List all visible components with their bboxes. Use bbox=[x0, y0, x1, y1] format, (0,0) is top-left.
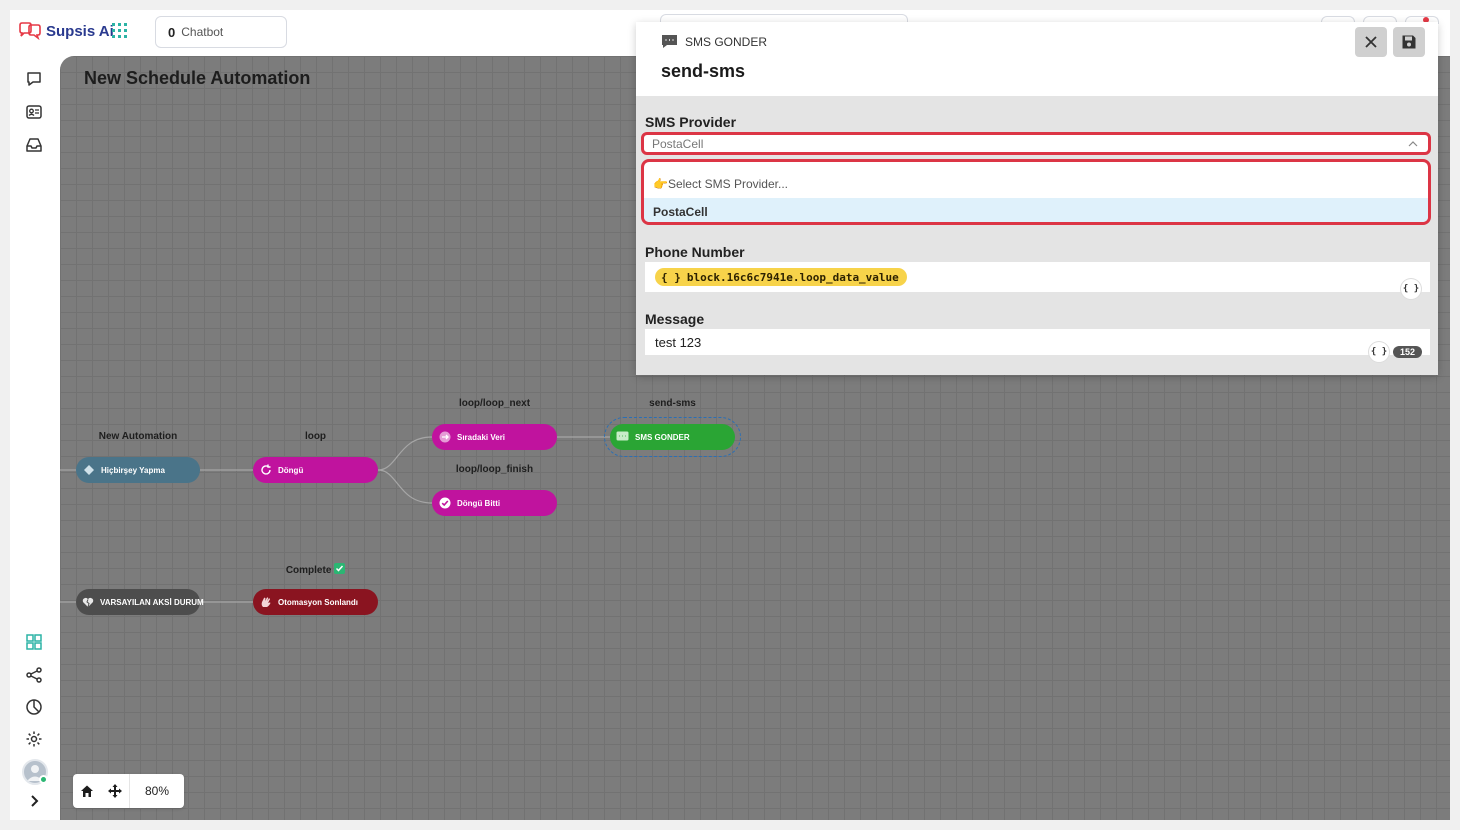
zoom-toolbar: 80% bbox=[73, 774, 184, 808]
node-start-text: Hiçbirşey Yapma bbox=[101, 465, 165, 475]
app-window: Supsis Ai 0 Chatbot bbox=[10, 10, 1450, 820]
move-arrows-icon bbox=[108, 784, 122, 798]
node-finish[interactable]: Döngü Bitti bbox=[432, 490, 557, 516]
character-count-badge: 152 bbox=[1393, 346, 1423, 358]
node-complete-text: Otomasyon Sonlandı bbox=[278, 597, 359, 607]
sidebar-share[interactable] bbox=[22, 663, 46, 687]
braces-icon: { } bbox=[1370, 347, 1388, 357]
check-box-icon bbox=[334, 563, 346, 574]
save-button[interactable] bbox=[1393, 27, 1425, 57]
brand-logo[interactable]: Supsis Ai bbox=[18, 22, 114, 40]
pan-button[interactable] bbox=[101, 774, 129, 808]
node-label-loop: loop bbox=[304, 431, 327, 442]
notification-dot bbox=[1423, 17, 1429, 23]
contact-card-icon bbox=[26, 105, 42, 119]
node-label-sms: send-sms bbox=[649, 398, 696, 409]
diamond-icon bbox=[82, 464, 95, 477]
panel-type-text: SMS GONDER bbox=[685, 34, 768, 49]
node-selection-outline bbox=[604, 417, 741, 457]
dashboard-icon bbox=[26, 634, 42, 650]
brand-name: Supsis Ai bbox=[46, 22, 114, 40]
check-circle-icon bbox=[438, 497, 451, 510]
node-label-complete: Complete bbox=[253, 563, 378, 576]
canvas-header: New Schedule Automation bbox=[74, 68, 310, 89]
pie-chart-icon bbox=[26, 699, 42, 715]
sidebar-inbox[interactable] bbox=[22, 133, 46, 157]
provider-label: SMS Provider bbox=[645, 114, 737, 130]
braces-icon: { } bbox=[1402, 284, 1420, 294]
node-finish-text: Döngü Bitti bbox=[457, 498, 501, 508]
message-icon bbox=[616, 431, 629, 444]
zoom-level[interactable]: 80% bbox=[129, 774, 184, 808]
panel-node-type: SMS GONDER bbox=[661, 34, 767, 49]
home-button[interactable] bbox=[73, 774, 101, 808]
chatbot-label: Chatbot bbox=[181, 25, 224, 39]
message-label: Message bbox=[645, 311, 705, 327]
chatbot-selector[interactable]: 0 Chatbot bbox=[155, 16, 287, 48]
chevron-right-icon bbox=[31, 795, 39, 807]
message-field[interactable]: test 123 bbox=[645, 329, 1430, 355]
sidebar-dashboard[interactable] bbox=[22, 630, 46, 654]
top-search-field[interactable] bbox=[660, 14, 908, 24]
phone-label: Phone Number bbox=[645, 244, 745, 260]
node-settings-panel: SMS GONDER send-sms SMS Provider PostaCe… bbox=[636, 22, 1438, 375]
node-default[interactable]: VARSAYILAN AKSİ DURUM bbox=[76, 589, 204, 615]
provider-value: PostaCell bbox=[652, 136, 704, 151]
variable-name: block.16c6c7941e.loop_data_value bbox=[686, 270, 899, 284]
provider-select[interactable]: PostaCell bbox=[641, 132, 1431, 155]
node-label-finish: loop/loop_finish bbox=[455, 464, 534, 475]
node-sms-text: SMS GONDER bbox=[635, 432, 690, 442]
phone-insert-variable-button[interactable]: { } bbox=[1401, 279, 1421, 299]
node-label-start: New Automation bbox=[98, 431, 178, 442]
variable-chip[interactable]: { } block.16c6c7941e.loop_data_value bbox=[655, 268, 907, 286]
close-icon bbox=[1365, 36, 1377, 48]
panel-header bbox=[636, 22, 1438, 96]
sms-icon bbox=[662, 35, 677, 48]
message-insert-variable-button[interactable]: { } bbox=[1369, 342, 1389, 362]
next-arrow-icon bbox=[438, 431, 451, 444]
top-action-button[interactable] bbox=[1363, 16, 1397, 24]
sidebar-settings[interactable] bbox=[22, 727, 46, 751]
home-icon bbox=[81, 785, 93, 797]
node-label-next: loop/loop_next bbox=[458, 398, 531, 409]
node-start[interactable]: Hiçbirşey Yapma bbox=[76, 457, 200, 483]
sidebar-contacts[interactable] bbox=[22, 100, 46, 124]
flow-edges bbox=[60, 436, 610, 603]
online-status-dot bbox=[39, 775, 48, 784]
save-icon bbox=[1402, 35, 1416, 49]
node-label-complete-text: Complete bbox=[285, 565, 332, 576]
sidebar-reports[interactable] bbox=[22, 695, 46, 719]
panel-node-name[interactable]: send-sms bbox=[661, 61, 746, 81]
close-panel-button[interactable] bbox=[1355, 27, 1387, 57]
node-loop-text: Döngü bbox=[278, 465, 304, 475]
node-loop[interactable]: Döngü bbox=[253, 457, 378, 483]
top-action-button[interactable] bbox=[1321, 16, 1355, 24]
inbox-icon bbox=[26, 138, 42, 152]
sidebar-expand-button[interactable] bbox=[22, 789, 46, 813]
chatbot-count: 0 bbox=[168, 24, 176, 40]
provider-option-selected[interactable]: PostaCell bbox=[644, 198, 1428, 222]
share-icon bbox=[26, 667, 42, 683]
provider-options-list: 👉Select SMS Provider... PostaCell bbox=[641, 159, 1431, 225]
message-value: test 123 bbox=[655, 335, 702, 350]
wave-hand-icon bbox=[259, 596, 272, 609]
automation-title: New Schedule Automation bbox=[84, 68, 310, 88]
chat-bubble-icon bbox=[27, 72, 41, 86]
chevron-up-icon bbox=[1408, 140, 1418, 146]
node-default-text: VARSAYILAN AKSİ DURUM bbox=[100, 597, 204, 607]
node-sms[interactable]: SMS GONDER bbox=[610, 424, 735, 450]
node-next-text: Sıradaki Veri bbox=[457, 432, 506, 442]
gear-icon bbox=[26, 731, 42, 747]
refresh-icon bbox=[259, 464, 272, 477]
phone-field[interactable]: { } block.16c6c7941e.loop_data_value bbox=[645, 262, 1430, 292]
sidebar-conversations[interactable] bbox=[22, 67, 46, 91]
apps-grid-icon[interactable] bbox=[112, 23, 128, 39]
node-complete[interactable]: Otomasyon Sonlandı bbox=[253, 589, 378, 615]
broken-heart-icon bbox=[82, 596, 94, 609]
braces-icon: { } bbox=[661, 270, 681, 284]
node-next[interactable]: Sıradaki Veri bbox=[432, 424, 557, 450]
notifications-button[interactable] bbox=[1405, 16, 1439, 24]
logo-icon bbox=[19, 22, 41, 40]
provider-option[interactable]: 👉Select SMS Provider... bbox=[653, 177, 788, 191]
